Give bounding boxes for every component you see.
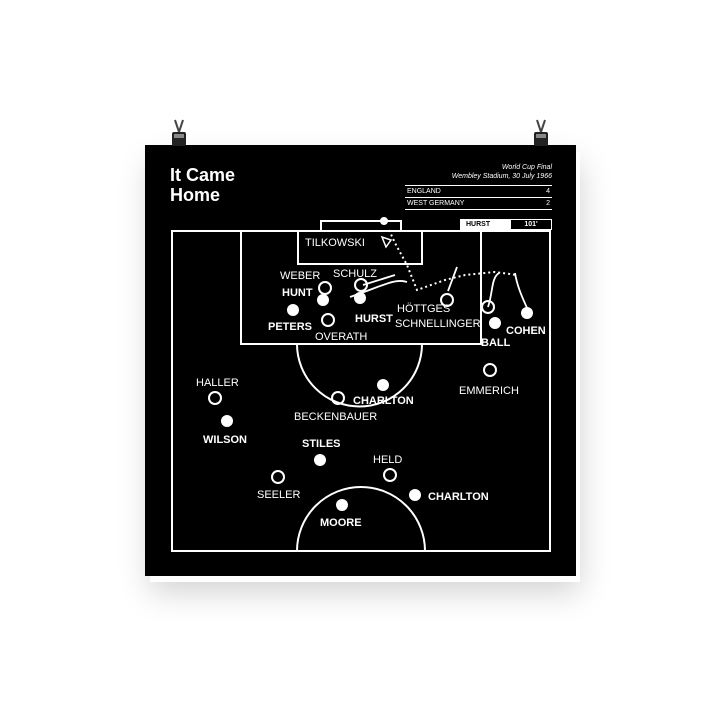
player-label-hottges: HÖTTGES (397, 303, 450, 315)
player-label-cohen: COHEN (506, 325, 546, 337)
player-label-seeler: SEELER (257, 489, 300, 501)
player-label-charlton-b: CHARLTON (353, 395, 414, 407)
binder-clip-icon (534, 119, 548, 146)
goal (320, 220, 402, 232)
player-label-hunt: HUNT (282, 287, 313, 299)
ball-path (388, 229, 518, 292)
player-label-schulz: SCHULZ (333, 268, 377, 280)
centre-circle-arc (296, 486, 426, 552)
player-marker-wilson (221, 415, 233, 427)
competition-label: World Cup Final (501, 164, 552, 171)
run-path (487, 272, 500, 308)
player-label-haller: HALLER (196, 377, 239, 389)
score-row: WEST GERMANY 2 (405, 197, 552, 210)
player-marker-peters (287, 304, 299, 316)
title-line-1: It Came (170, 165, 236, 185)
player-marker-overath (321, 313, 335, 327)
player-marker-cohen (521, 307, 533, 319)
player-marker-seeler (271, 470, 285, 484)
team-name: ENGLAND (407, 188, 441, 195)
football-icon (380, 217, 388, 225)
score-row: ENGLAND 4 (405, 185, 552, 197)
player-marker-moore (336, 499, 348, 511)
player-label-schnellinger: SCHNELLINGER (395, 318, 481, 330)
player-marker-held (383, 468, 397, 482)
player-label-stiles: STILES (302, 438, 341, 450)
player-label-held: HELD (373, 454, 402, 466)
run-path (447, 266, 458, 292)
player-marker-charlton-j (409, 489, 421, 501)
player-marker-stiles (314, 454, 326, 466)
player-label-hurst: HURST (355, 313, 393, 325)
scoreboard: ENGLAND 4 WEST GERMANY 2 (405, 185, 552, 210)
venue-date-label: Wembley Stadium, 30 July 1966 (451, 173, 552, 180)
player-marker-haller (208, 391, 222, 405)
player-label-charlton-j: CHARLTON (428, 491, 489, 503)
binder-clip-icon (172, 119, 186, 146)
poster (145, 145, 576, 576)
scorer-name: HURST (466, 221, 491, 228)
player-label-moore: MOORE (320, 517, 362, 529)
player-marker-ball (489, 317, 501, 329)
team-score: 4 (546, 188, 550, 195)
player-marker-schulz (354, 278, 368, 292)
player-marker-hurst (354, 292, 366, 304)
player-marker-charlton-b (377, 379, 389, 391)
team-score: 2 (546, 200, 550, 207)
player-label-tilkowski: TILKOWSKI (305, 237, 365, 249)
goal-minute: 101' (510, 219, 552, 230)
player-marker-beckenbauer (331, 391, 345, 405)
player-marker-schnellinger (481, 300, 495, 314)
player-label-overath: OVERATH (315, 331, 367, 343)
run-path (362, 274, 396, 286)
player-label-emmerich: EMMERICH (459, 385, 519, 397)
team-name: WEST GERMANY (407, 200, 465, 207)
player-label-peters: PETERS (268, 321, 312, 333)
player-marker-weber (318, 281, 332, 295)
player-label-wilson: WILSON (203, 434, 247, 446)
player-marker-hunt (317, 294, 329, 306)
match-info: World Cup Final Wembley Stadium, 30 July… (400, 163, 552, 181)
pitch-diagram: TILKOWSKI WEBER SCHULZ HUNT HURST PETERS… (171, 217, 551, 552)
penalty-arc (296, 343, 423, 408)
title-line-2: Home (170, 185, 221, 205)
goal-scorer-badge: HURST 101' (460, 219, 552, 230)
player-label-weber: WEBER (280, 270, 320, 282)
run-path (514, 272, 529, 311)
player-marker-emmerich (483, 363, 497, 377)
player-markers (208, 278, 533, 511)
poster-title: It Came Home (170, 165, 290, 205)
player-marker-hottges (440, 293, 454, 307)
player-label-ball: BALL (481, 337, 511, 349)
player-label-beckenbauer: BECKENBAUER (294, 411, 377, 423)
